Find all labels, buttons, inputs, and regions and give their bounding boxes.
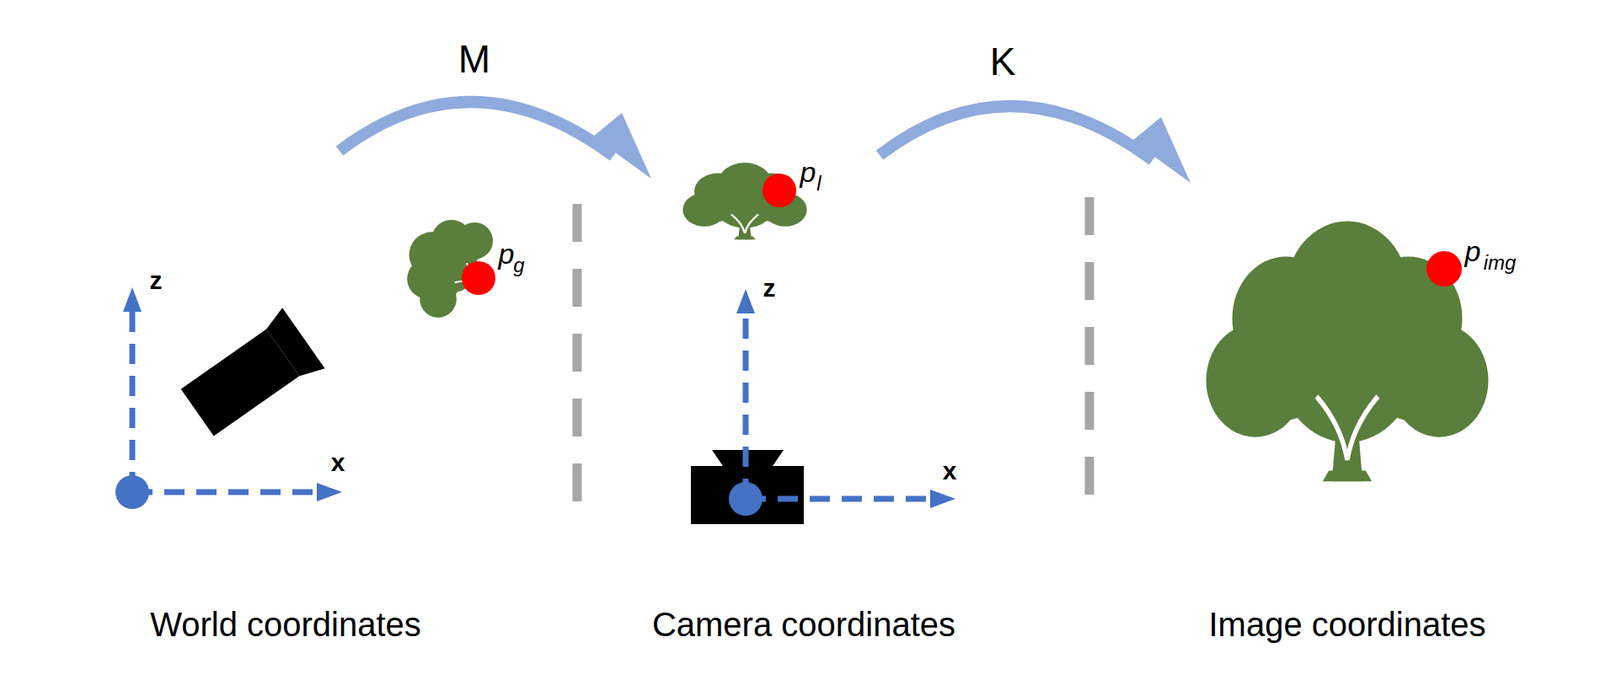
transform-arrow: [879, 106, 1153, 161]
point-label: p: [1465, 236, 1482, 266]
axis-head: [930, 489, 956, 509]
point-label: p: [800, 157, 817, 187]
camera-icon: [176, 307, 326, 443]
axis-label: x: [942, 458, 958, 484]
axis-head: [123, 287, 142, 312]
transform-label: M: [458, 39, 491, 79]
origin: [115, 475, 150, 509]
divider: [572, 203, 583, 503]
axis-head: [736, 288, 755, 314]
axis-head: [316, 482, 343, 502]
point: [1426, 251, 1462, 287]
axis: [743, 311, 750, 499]
point-subscript: l: [816, 173, 821, 194]
axis: [132, 489, 321, 496]
tree: [682, 162, 807, 240]
point: [762, 173, 797, 208]
axis: [129, 307, 136, 493]
axis-label: z: [149, 267, 163, 294]
tree: [1206, 221, 1489, 482]
point-subscript: g: [513, 255, 525, 276]
tree: [385, 197, 513, 332]
arrow-head: [1132, 117, 1191, 183]
divider: [1085, 197, 1095, 498]
section-title: Camera coordinates: [652, 607, 956, 642]
origin: [728, 481, 763, 516]
axis-label: x: [331, 449, 346, 476]
section-title: Image coordinates: [1208, 607, 1486, 642]
camera-icon: [690, 465, 804, 525]
section-title: World coordinates: [149, 607, 422, 642]
transform-label: K: [989, 42, 1017, 81]
point-subscript: img: [1483, 252, 1517, 273]
point: [461, 261, 496, 295]
point-label: p: [498, 239, 515, 268]
axis-label: z: [763, 275, 776, 301]
transform-arrow: [339, 101, 614, 156]
arrow-head: [593, 112, 652, 179]
axis: [745, 496, 934, 503]
